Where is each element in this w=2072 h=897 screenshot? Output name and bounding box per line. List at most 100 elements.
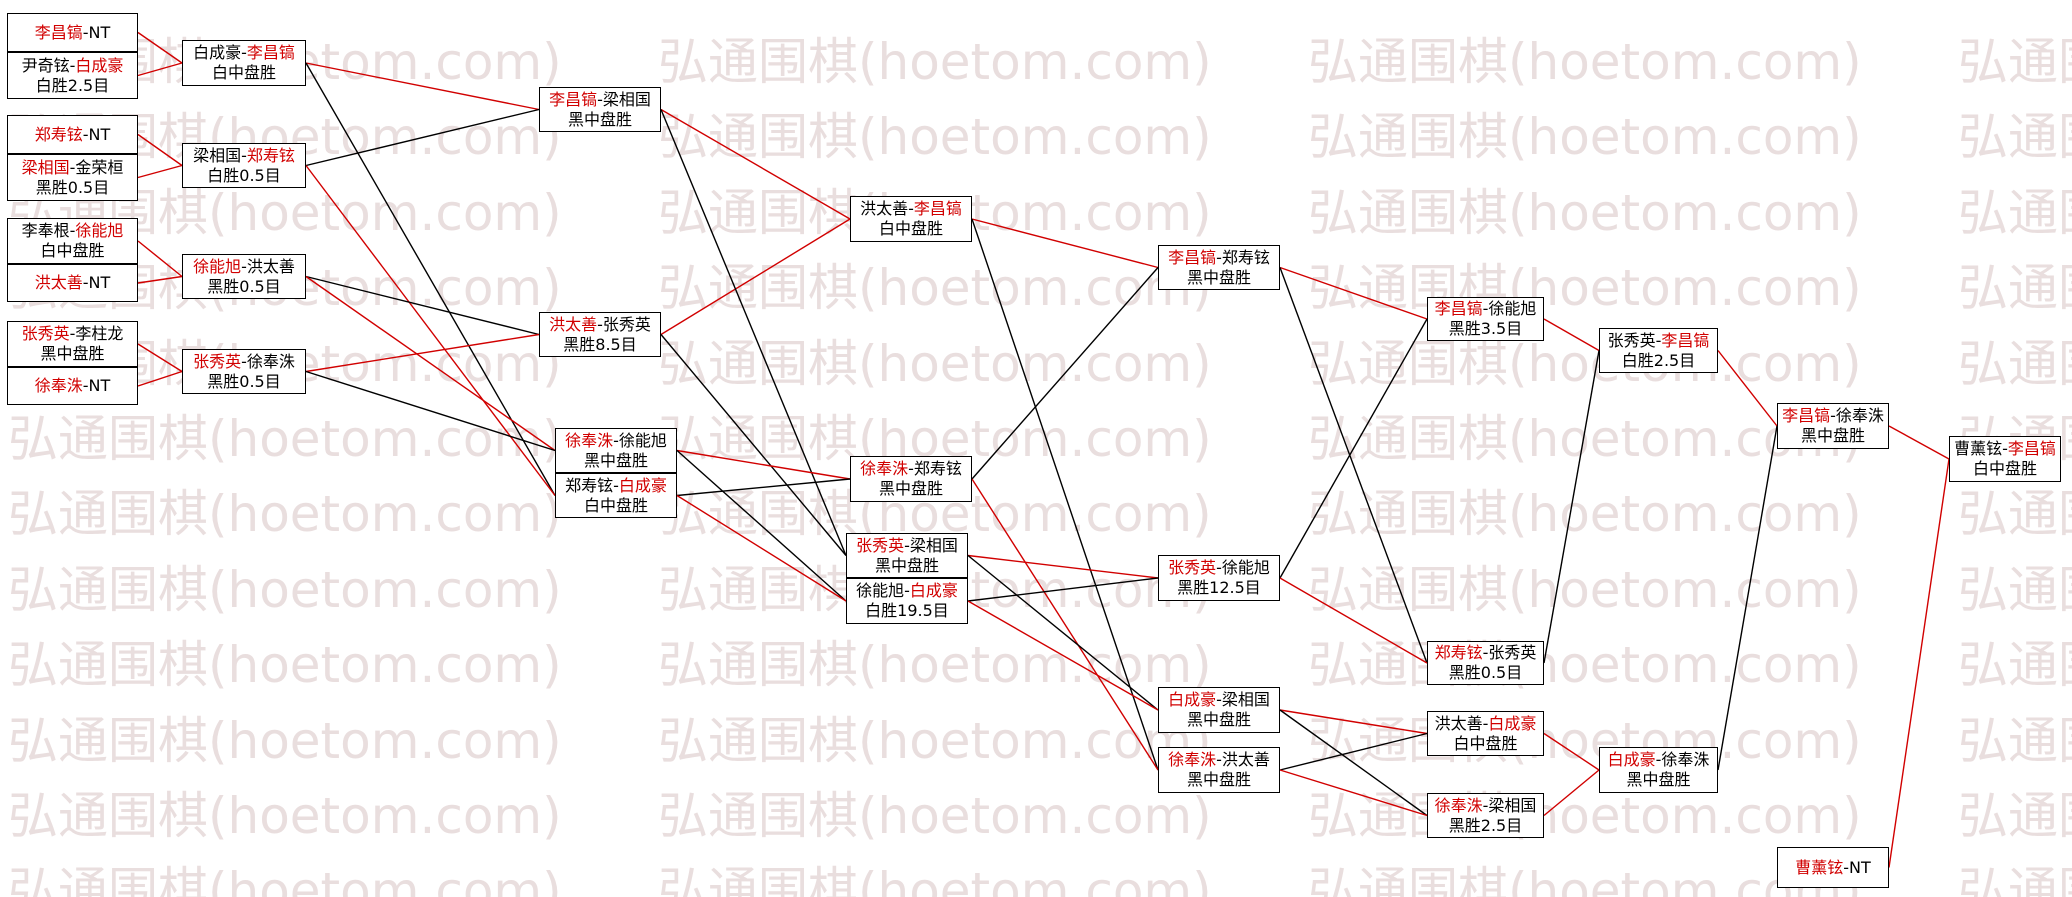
watermark-text: 弘通围棋(hoetom.com) xyxy=(1308,259,1862,317)
bracket-line-n4-n10 xyxy=(137,164,183,179)
match-players: 徐奉洙-洪太善 xyxy=(1168,750,1270,770)
player-white: NT xyxy=(1849,857,1871,877)
match-box-n31[interactable]: 李昌镐-徐奉洙黑中盘胜 xyxy=(1777,403,1889,449)
match-players: 梁相国-郑寿铉 xyxy=(193,146,295,166)
player-separator: - xyxy=(2002,439,2008,458)
watermark-text: 弘通围棋(hoetom.com) xyxy=(8,862,562,897)
match-box-n33[interactable]: 曹薰铉-李昌镐白中盘胜 xyxy=(1949,436,2061,482)
player-white: 郑寿铉 xyxy=(1221,247,1270,267)
player-white: 白成豪 xyxy=(909,581,958,600)
bracket-line-n29-n31 xyxy=(1717,350,1778,427)
match-box-n20[interactable]: 徐能旭-白成豪白胜19.5目 xyxy=(846,578,968,624)
match-box-n4[interactable]: 梁相国-金荣桓黑胜0.5目 xyxy=(7,154,138,201)
match-box-n10[interactable]: 梁相国-郑寿铉白胜0.5目 xyxy=(182,143,306,188)
bracket-line-n3-n10 xyxy=(137,133,183,167)
match-result: 黑胜8.5目 xyxy=(563,334,637,354)
player-separator: - xyxy=(597,89,603,109)
player-black: 白成豪 xyxy=(1168,690,1217,709)
watermark-text: 弘通围棋(hoetom.com) xyxy=(658,259,1212,317)
match-result: 黑中盘胜 xyxy=(878,479,943,498)
match-box-n19[interactable]: 张秀英-梁相国黑中盘胜 xyxy=(846,533,968,578)
match-players: 白成豪-徐奉洙 xyxy=(1608,750,1710,770)
watermark-text: 弘通围棋(hoetom.com) xyxy=(1958,485,2072,543)
match-players: 徐奉洙-徐能旭 xyxy=(565,431,667,451)
bracket-line-n23-n27 xyxy=(1279,709,1428,735)
match-box-n1[interactable]: 李昌镐-NT xyxy=(7,13,138,52)
match-box-n16[interactable]: 郑寿铉-白成豪白中盘胜 xyxy=(555,473,677,518)
match-result: 白胜19.5目 xyxy=(865,601,949,620)
bracket-line-n28-n30 xyxy=(1543,769,1600,817)
match-box-n30[interactable]: 白成豪-徐奉洙黑中盘胜 xyxy=(1599,747,1718,793)
match-result: 黑中盘胜 xyxy=(1800,426,1865,445)
bracket-line-n20-n23 xyxy=(967,600,1159,711)
match-box-n15[interactable]: 徐奉洙-徐能旭黑中盘胜 xyxy=(555,428,677,473)
bracket-line-n18-n21 xyxy=(971,267,1159,480)
match-box-n12[interactable]: 张秀英-徐奉洙黑胜0.5目 xyxy=(182,349,306,394)
watermark-text: 弘通围棋(hoetom.com) xyxy=(1308,485,1862,543)
bracket-line-n2-n9 xyxy=(137,62,183,77)
match-players: 曹薰铉-NT xyxy=(1795,858,1871,878)
match-result: 白中盘胜 xyxy=(583,495,648,515)
match-result: 黑胜2.5目 xyxy=(1448,815,1523,835)
player-black: 徐奉洙 xyxy=(1434,795,1483,815)
player-black: 徐能旭 xyxy=(193,256,242,276)
match-box-n6[interactable]: 洪太善-NT xyxy=(7,264,138,302)
player-separator: - xyxy=(241,145,247,165)
match-box-n27[interactable]: 洪太善-白成豪白中盘胜 xyxy=(1427,711,1544,756)
match-players: 李昌镐-梁相国 xyxy=(549,90,651,110)
match-box-n21[interactable]: 李昌镐-郑寿铉黑中盘胜 xyxy=(1158,245,1280,290)
player-white: 张秀英 xyxy=(1488,643,1537,662)
player-black: 曹薰铉 xyxy=(1795,857,1844,877)
match-players: 徐奉洙-郑寿铉 xyxy=(860,459,962,479)
bracket-line-n15-n18 xyxy=(676,449,851,480)
watermark-text: 弘通围棋(hoetom.com) xyxy=(1308,108,1862,166)
match-players: 洪太善-白成豪 xyxy=(1435,714,1537,734)
match-box-n8[interactable]: 徐奉洙-NT xyxy=(7,367,138,405)
match-box-n7[interactable]: 张秀英-李柱龙黑中盘胜 xyxy=(7,321,138,367)
match-box-n2[interactable]: 尹奇铉-白成豪白胜2.5目 xyxy=(7,52,138,99)
match-box-n9[interactable]: 白成豪-李昌镐白中盘胜 xyxy=(182,40,306,86)
bracket-line-n16-n20 xyxy=(676,494,847,602)
match-result: 白胜2.5目 xyxy=(1621,350,1696,370)
match-box-n29[interactable]: 张秀英-李昌镐白胜2.5目 xyxy=(1599,328,1718,373)
match-box-n23[interactable]: 白成豪-梁相国黑中盘胜 xyxy=(1158,687,1280,733)
match-box-n3[interactable]: 郑寿铉-NT xyxy=(7,115,138,154)
player-separator: - xyxy=(1482,713,1489,733)
match-result: 白中盘胜 xyxy=(1453,733,1518,753)
match-result: 黑胜0.5目 xyxy=(35,177,110,197)
player-separator: - xyxy=(1482,643,1489,662)
match-box-n11[interactable]: 徐能旭-洪太善黑胜0.5目 xyxy=(182,254,306,299)
bracket-line-n24-n27 xyxy=(1279,732,1428,771)
player-white: 梁相国 xyxy=(1488,795,1537,815)
match-result: 黑胜0.5目 xyxy=(207,276,281,296)
player-white: 梁相国 xyxy=(602,89,651,109)
match-box-n14[interactable]: 洪太善-张秀英黑胜8.5目 xyxy=(539,312,661,357)
match-players: 李昌镐-NT xyxy=(35,23,111,43)
player-white: 张秀英 xyxy=(602,314,651,334)
match-players: 郑寿铉-NT xyxy=(35,125,111,145)
player-separator: - xyxy=(69,324,76,343)
match-box-n25[interactable]: 李昌镐-徐能旭黑胜3.5目 xyxy=(1427,297,1544,341)
match-box-n32[interactable]: 曹薰铉-NT xyxy=(1777,847,1889,888)
watermark-text: 弘通围棋(hoetom.com) xyxy=(658,108,1212,166)
watermark-text: 弘通围棋(hoetom.com) xyxy=(658,636,1212,694)
player-black: 张秀英 xyxy=(1168,558,1217,577)
match-box-n22[interactable]: 张秀英-徐能旭黑胜12.5目 xyxy=(1158,555,1280,601)
match-box-n26[interactable]: 郑寿铉-张秀英黑胜0.5目 xyxy=(1427,641,1544,685)
player-black: 张秀英 xyxy=(1607,330,1656,350)
player-white: 李昌镐 xyxy=(246,43,295,62)
match-box-n24[interactable]: 徐奉洙-洪太善黑中盘胜 xyxy=(1158,747,1280,793)
player-separator: - xyxy=(1482,795,1489,815)
match-box-n13[interactable]: 李昌镐-梁相国黑中盘胜 xyxy=(539,87,661,132)
watermark-text: 弘通围棋(hoetom.com) xyxy=(1958,335,2072,393)
player-white: 徐奉洙 xyxy=(1835,406,1884,425)
bracket-line-n14-n19 xyxy=(660,334,847,556)
player-separator: - xyxy=(1655,750,1662,769)
match-box-n18[interactable]: 徐奉洙-郑寿铉黑中盘胜 xyxy=(850,456,972,502)
match-box-n17[interactable]: 洪太善-李昌镐白中盘胜 xyxy=(850,196,972,242)
watermark-text: 弘通围棋(hoetom.com) xyxy=(8,410,562,468)
match-box-n5[interactable]: 李奉根-徐能旭白中盘胜 xyxy=(7,218,138,264)
bracket-line-n12-n14 xyxy=(305,333,540,373)
match-box-n28[interactable]: 徐奉洙-梁相国黑胜2.5目 xyxy=(1427,793,1544,838)
